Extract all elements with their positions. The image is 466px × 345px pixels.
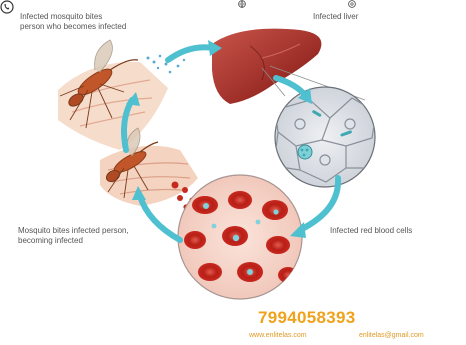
globe-icon	[238, 0, 246, 8]
red-blood-cells-magnified	[178, 175, 302, 299]
label-mosquito-bites-infected: Mosquito bites infected person, becoming…	[18, 226, 129, 246]
liver-cells-magnified	[274, 87, 376, 187]
website-link[interactable]: www.enlitelas.com	[249, 332, 307, 339]
email-link[interactable]: enlitelas@gmail.com	[359, 332, 424, 339]
phone-number: 7994058393	[258, 308, 356, 328]
phone-icon	[0, 0, 14, 14]
at-sign-icon	[348, 0, 356, 8]
label-mosquito-bites-person: Infected mosquito bites person who becom…	[20, 12, 126, 32]
sporozoite-particles	[147, 55, 186, 74]
label-infected-rbc: Infected red blood cells	[330, 226, 412, 236]
label-infected-liver: Infected liver	[313, 12, 358, 22]
